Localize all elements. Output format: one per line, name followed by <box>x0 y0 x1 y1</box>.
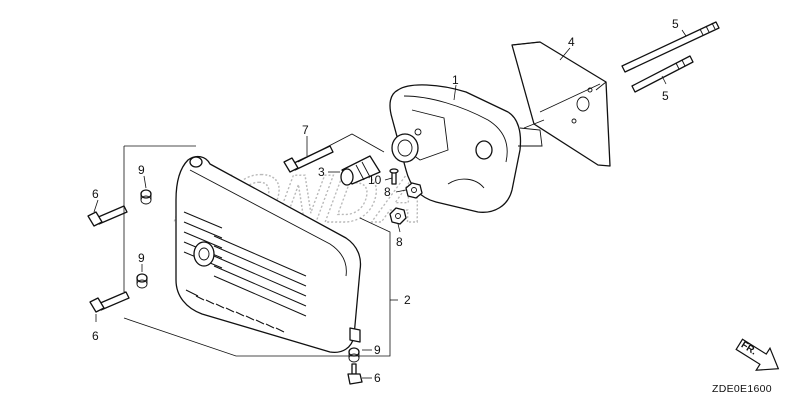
callout-7[interactable]: 7 <box>302 123 309 137</box>
callout-10[interactable]: 10 <box>368 173 382 187</box>
callout-8-upper[interactable]: 8 <box>384 185 391 199</box>
flange-bolt-upper[interactable] <box>87 205 128 227</box>
muffler-part[interactable] <box>389 84 543 213</box>
assembly-bracket <box>123 83 601 357</box>
flange-nut-lower[interactable] <box>389 207 407 225</box>
exhaust-guide-part[interactable] <box>511 41 611 167</box>
callout-9-middle[interactable]: 9 <box>138 251 145 265</box>
spark-arrester-part[interactable] <box>340 155 381 186</box>
callout-4[interactable]: 4 <box>568 35 575 49</box>
callout-6-upper[interactable]: 6 <box>92 187 99 201</box>
callout-5-upper[interactable]: 5 <box>672 17 679 31</box>
diagram-code: ZDE0E1600 <box>712 383 772 395</box>
callout-9-upper[interactable]: 9 <box>138 163 145 177</box>
collar-middle[interactable] <box>136 273 148 289</box>
callout-6-middle[interactable]: 6 <box>92 329 99 343</box>
leader-lines <box>93 29 687 379</box>
callout-2[interactable]: 2 <box>404 293 411 307</box>
callout-5-lower[interactable]: 5 <box>662 89 669 103</box>
callout-labels: 1 2 3 4 5 5 6 6 6 7 8 8 9 9 9 10 <box>92 17 679 385</box>
stud-bolt-lower[interactable] <box>631 55 694 93</box>
collar-upper[interactable] <box>140 189 152 205</box>
screw-part[interactable] <box>389 168 399 185</box>
flange-nut-upper[interactable] <box>405 182 423 199</box>
callout-1[interactable]: 1 <box>452 73 459 87</box>
callout-3[interactable]: 3 <box>318 165 325 179</box>
callout-9-lower[interactable]: 9 <box>374 343 381 357</box>
callout-6-lower[interactable]: 6 <box>374 371 381 385</box>
muffler-protector-part[interactable] <box>175 155 362 354</box>
flange-bolt-lower[interactable] <box>347 363 363 385</box>
stud-bolt-upper[interactable] <box>621 21 720 73</box>
front-direction-indicator: FR. <box>735 338 780 371</box>
flange-bolt-middle[interactable] <box>89 291 130 313</box>
protector-grille <box>183 211 307 333</box>
callout-8-lower[interactable]: 8 <box>396 235 403 249</box>
collar-lower[interactable] <box>348 347 360 363</box>
front-direction-arrow-icon <box>735 338 780 371</box>
